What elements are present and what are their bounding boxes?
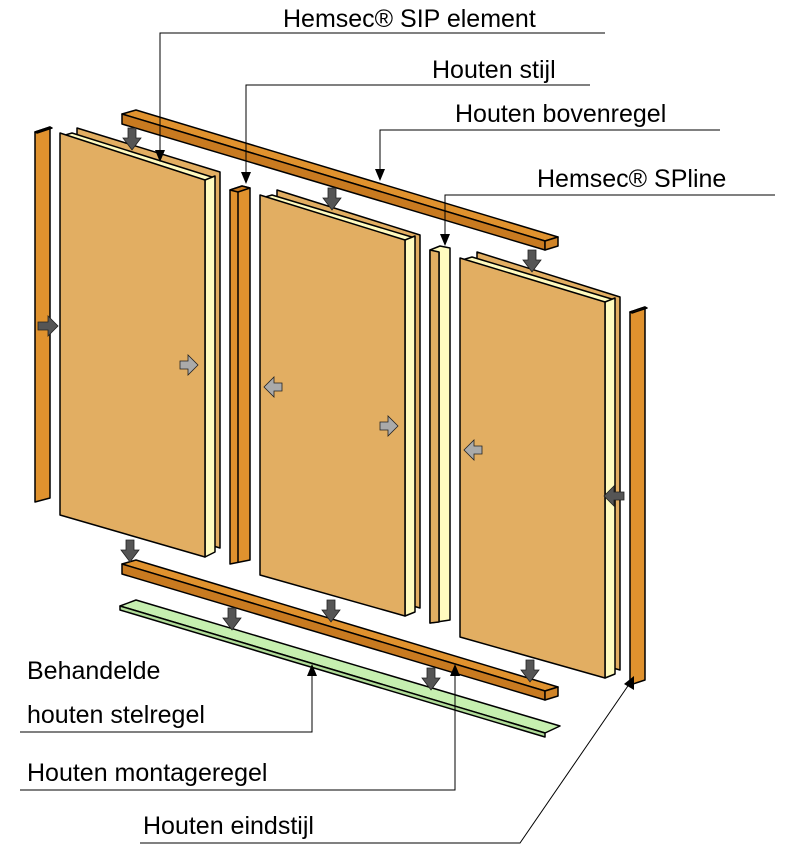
houten-stijl [229,185,251,565]
assembly-arrows [37,127,625,691]
sip-panel-3 [459,251,621,679]
houten-bovenregel [121,109,559,251]
left-stile [34,126,53,503]
label-spline: Hemsec® SPline [537,165,726,193]
houten-eindstijl [629,306,648,686]
label-stelregel-line1: Behandelde [27,657,160,685]
label-houten-bovenregel: Houten bovenregel [455,100,666,128]
label-eindstijl: Houten eindstijl [143,812,314,840]
label-montageregel: Houten montageregel [27,759,267,787]
sip-panel-1 [59,127,221,558]
houten-montageregel [121,559,559,701]
label-houten-stijl: Houten stijl [432,56,556,84]
sip-panel-2 [259,189,421,617]
leader-lines [20,32,775,844]
label-sip-element: Hemsec® SIP element [283,5,536,33]
hemsec-spline [429,245,451,624]
label-stelregel-line2: houten stelregel [27,701,205,729]
behandelde-stelregel [119,599,561,738]
